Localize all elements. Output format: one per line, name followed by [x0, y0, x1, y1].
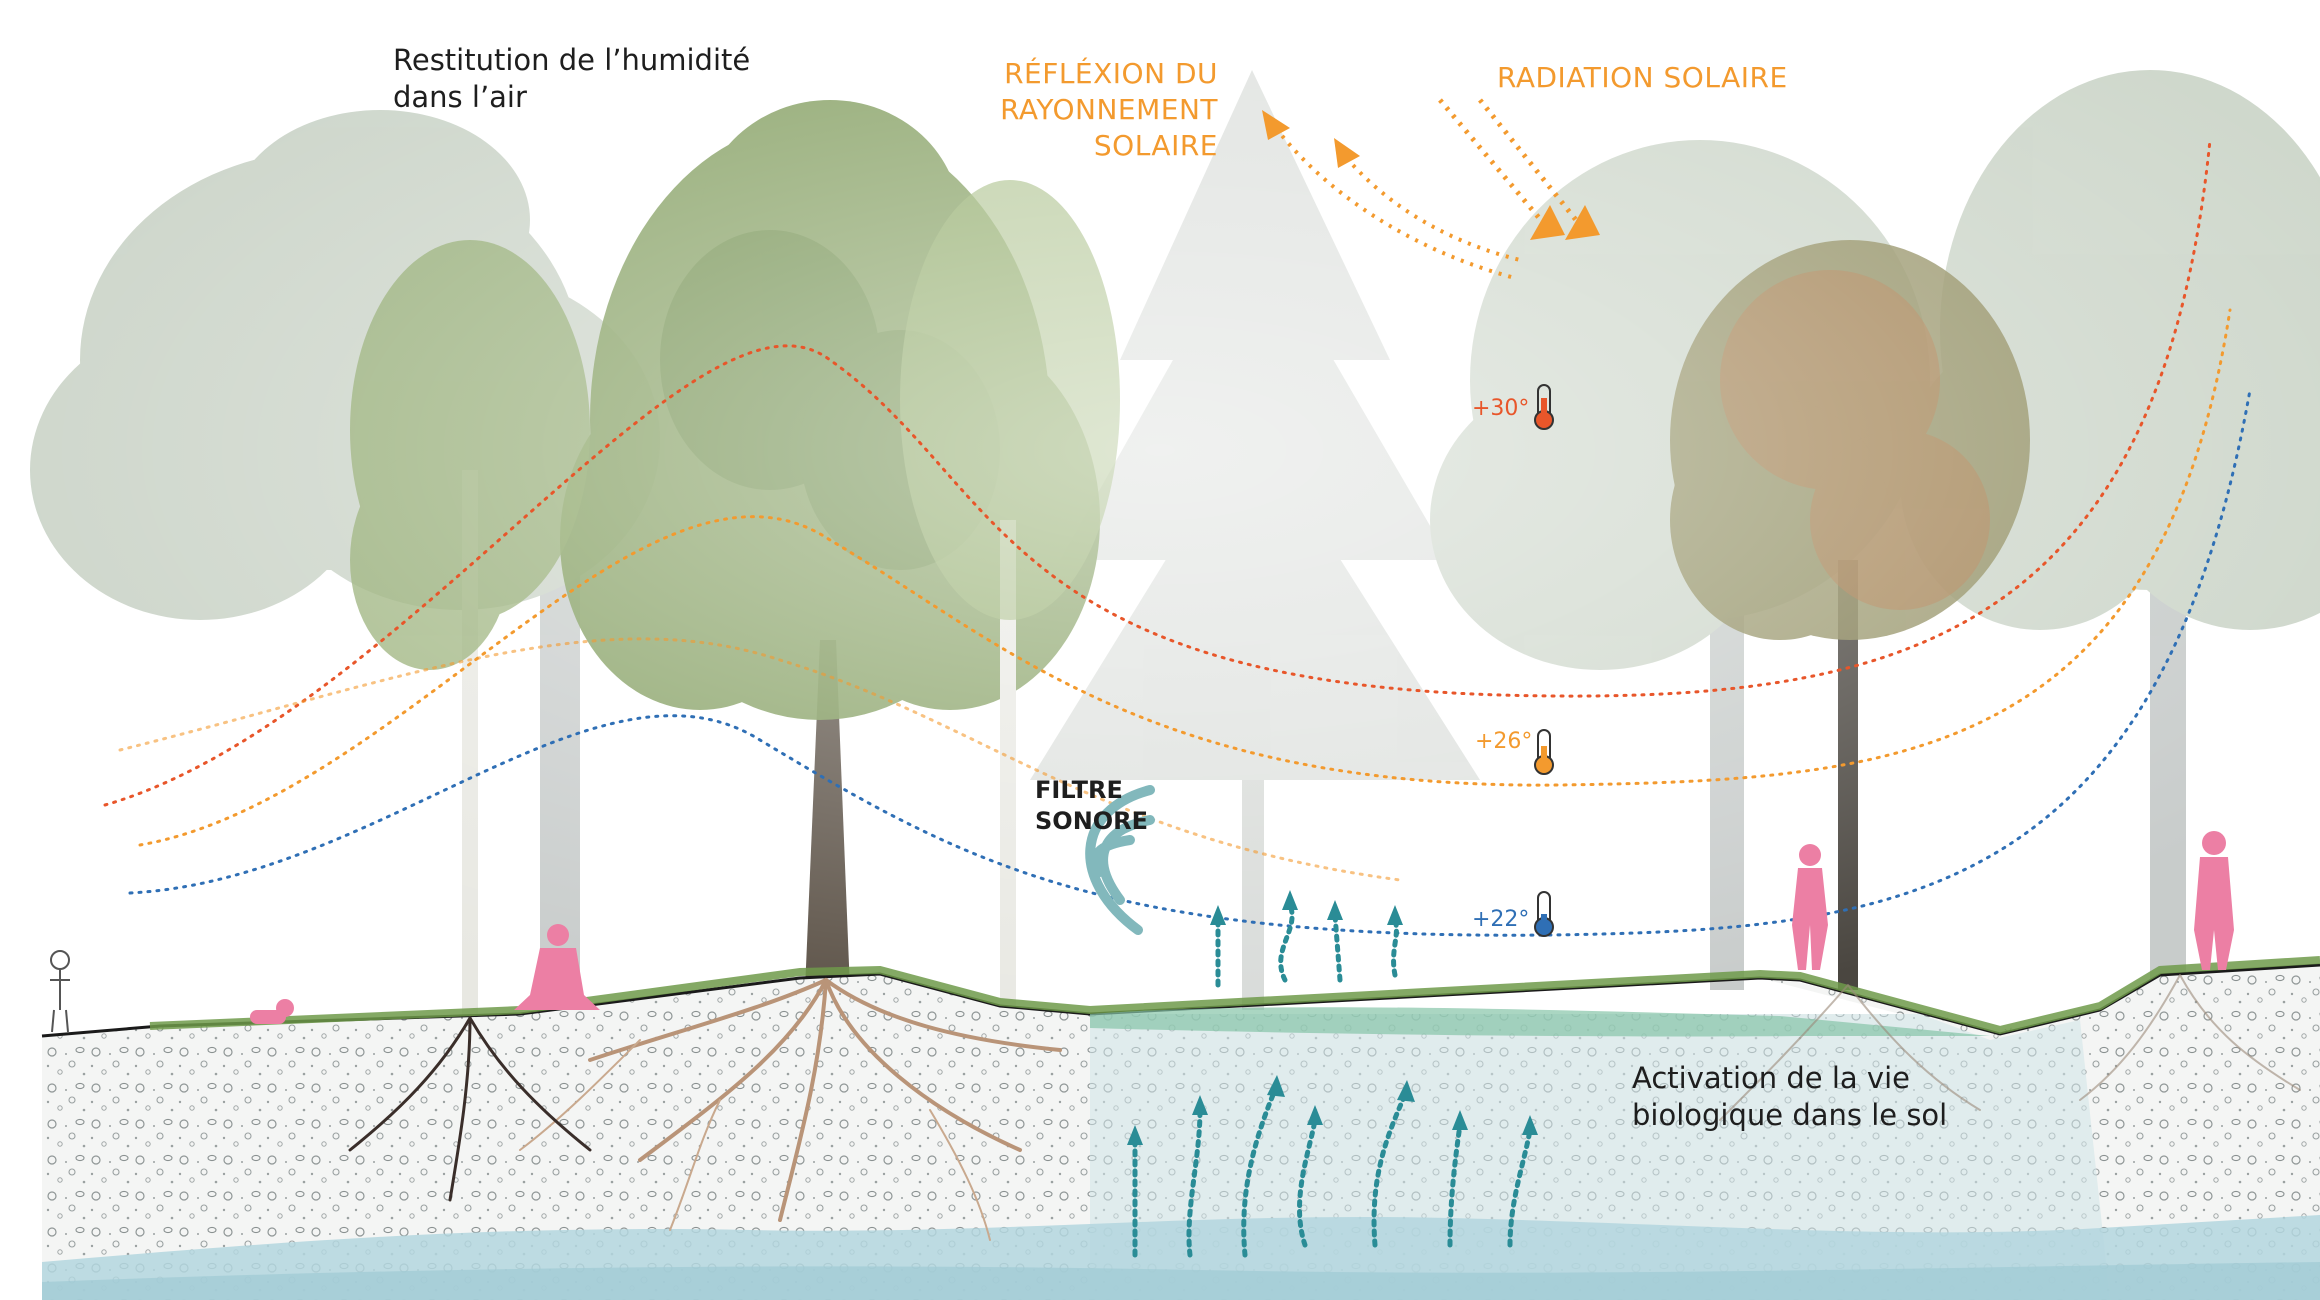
- mist-overlay: [0, 0, 2320, 1000]
- soil-section: [41, 956, 2320, 1300]
- thermometer-icon: [1534, 729, 1554, 775]
- water-arrows: [1132, 902, 1533, 1258]
- temp-26-label: +26°: [1475, 729, 1533, 754]
- curve-22: [128, 388, 2252, 937]
- thermometer-icon: [1534, 384, 1554, 430]
- temperature-curves: [103, 138, 2252, 937]
- person-silhouette-icon: [50, 950, 70, 1033]
- curve-30: [103, 138, 2212, 807]
- thermometer-icon: [1534, 891, 1554, 937]
- reflection-label: RÉFLÉXION DU RAYONNEMENT SOLAIRE: [1000, 57, 1218, 162]
- humidity-label: Restitution de l’humidité dans l’air: [393, 43, 751, 115]
- person-silhouette-icon: [250, 831, 2234, 1024]
- sound-filter-label: FILTRE SONORE: [1035, 776, 1149, 835]
- soil-life-label: Activation de la vie biologique dans le …: [1632, 1061, 1948, 1133]
- temp-22-label: +22°: [1472, 907, 1530, 932]
- solar-reflection-arrows: [1262, 110, 1521, 280]
- arrow-icon: [1127, 890, 1538, 1145]
- radiation-label: RADIATION SOLAIRE: [1497, 61, 1788, 94]
- sound-wave-icon: [1085, 785, 1155, 935]
- solar-radiation-arrows: [1438, 98, 1600, 240]
- tree-roots: [348, 974, 2301, 1241]
- temp-30-label: +30°: [1472, 396, 1530, 421]
